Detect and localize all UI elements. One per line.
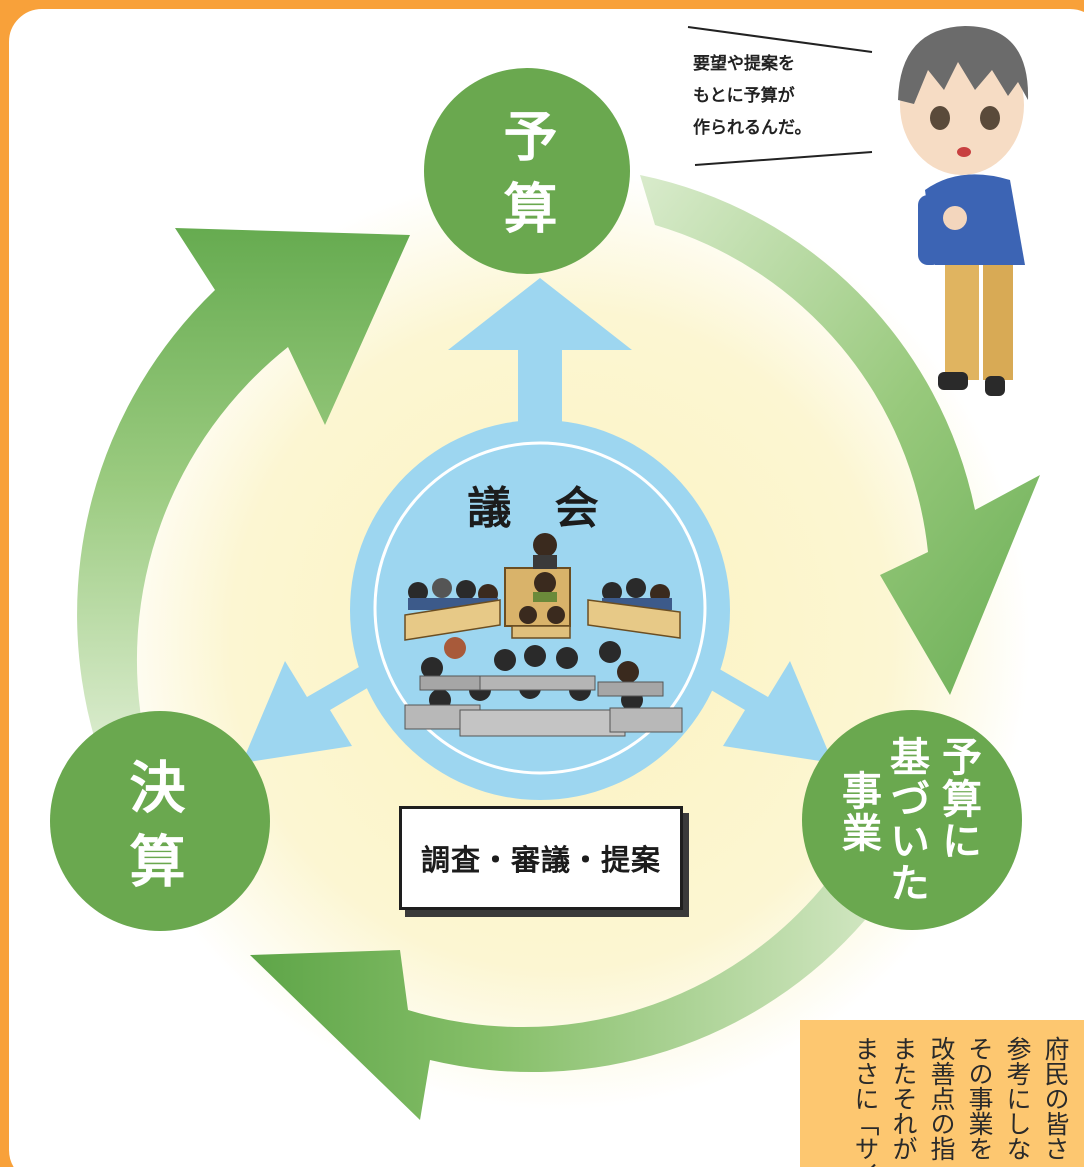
boy-character-illustration: [898, 26, 1029, 396]
speech-line-3: 作られるんだ。: [693, 118, 812, 138]
node-settlement: [50, 711, 270, 931]
note-line-4: 改善点の指: [927, 1036, 956, 1161]
speech-line-top: [687, 26, 873, 53]
node-budget: [424, 68, 630, 274]
node-project-label-line-2: 基づいた: [883, 736, 929, 904]
function-box: 調査・審議・提案: [399, 806, 683, 910]
note-line-3: その事業を: [965, 1036, 994, 1161]
speech-line-bottom: [694, 151, 873, 166]
council-inner-ring: [373, 441, 707, 775]
arrow-to-budget: [448, 278, 632, 440]
node-project: [802, 710, 1022, 930]
function-label: 調査・審議・提案: [420, 843, 661, 877]
cycle-arrow-settlement-to-budget: [77, 228, 410, 740]
council-label: 議 会: [467, 483, 613, 534]
node-project-label-line-1: 予算に: [935, 736, 981, 862]
cycle-arrow-budget-to-project: [640, 175, 1040, 695]
note-text: 府民の皆さ 参考にしな その事業を 改善点の指 またそれが まさに「サイ: [846, 1036, 1074, 1167]
node-budget-label: 予算: [494, 108, 557, 252]
note-line-5: またそれが: [889, 1036, 918, 1161]
note-line-1: 府民の皆さ: [1041, 1036, 1070, 1161]
cycle-arrow-project-to-settlement: [250, 878, 865, 1120]
cycle-arrows: [77, 175, 1040, 1120]
council-chamber-illustration: [404, 533, 683, 737]
note-line-6: まさに「サイ: [851, 1036, 880, 1167]
node-settlement-label: 決算: [120, 758, 185, 906]
note-box: 府民の皆さ 参考にしな その事業を 改善点の指 またそれが まさに「サイ: [800, 1020, 1084, 1167]
speech-line-2: もとに予算が: [693, 86, 795, 106]
node-project-label-line-3: 事業: [835, 770, 881, 854]
note-line-2: 参考にしな: [1003, 1036, 1032, 1161]
speech-bubble: 要望や提案を もとに予算が 作られるんだ。: [693, 48, 873, 144]
speech-line-1: 要望や提案を: [693, 54, 795, 74]
